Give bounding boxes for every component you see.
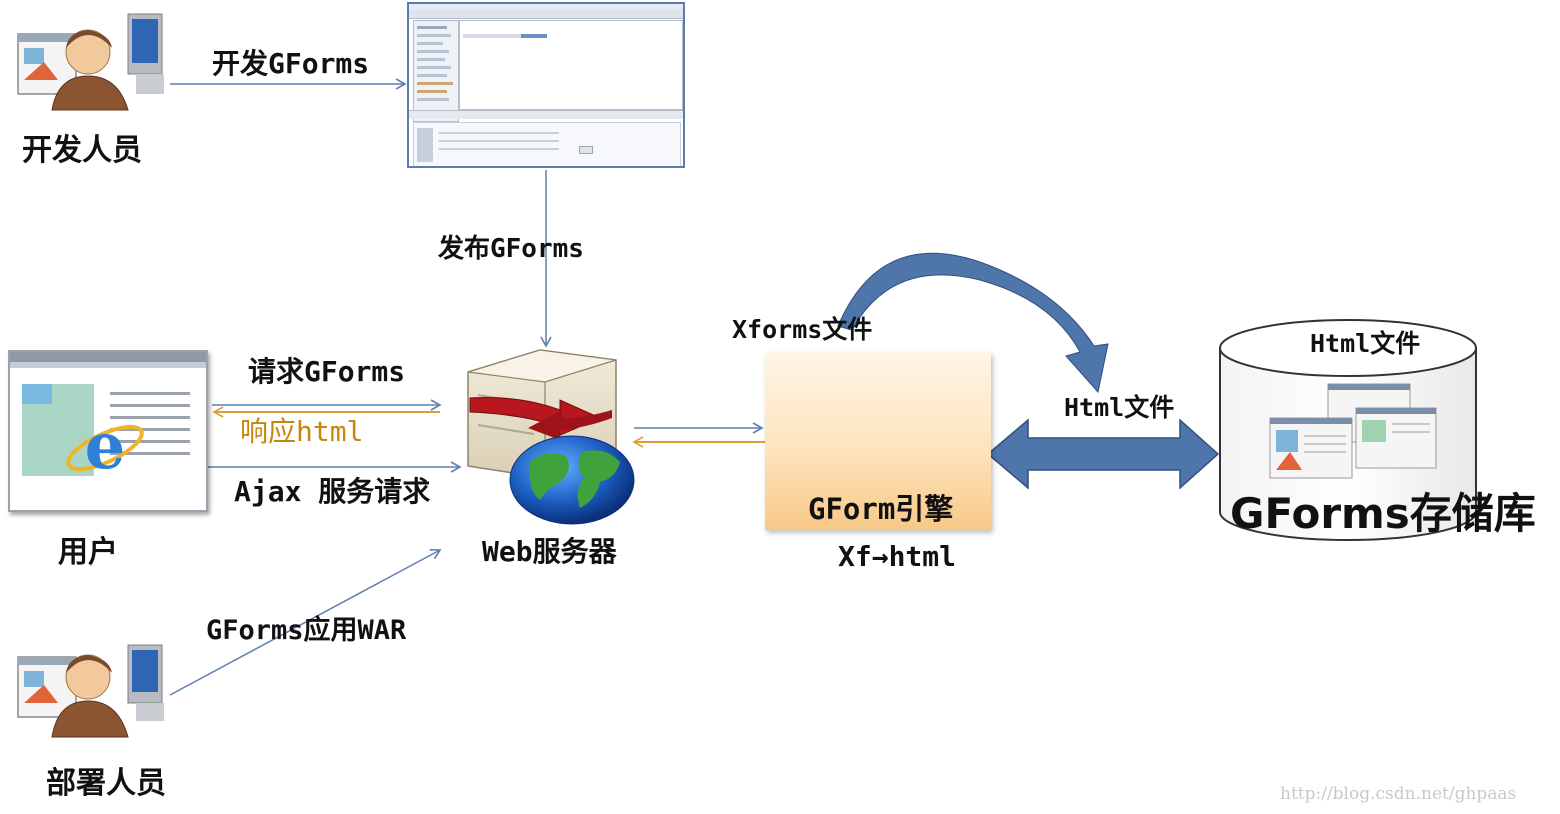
- double-arrow: [986, 418, 1220, 490]
- request-label: 请求GForms: [248, 355, 406, 388]
- developer-person-icon: [17, 13, 164, 111]
- curved-arrow: [837, 252, 1109, 394]
- browser-window-icon: e: [8, 350, 208, 512]
- watermark: http://blog.csdn.net/ghpaas: [1280, 784, 1517, 804]
- repository-label: GForms存储库: [1230, 489, 1536, 538]
- stacked-documents-icon: [1269, 383, 1437, 479]
- repository-html-label: Html文件: [1310, 329, 1421, 358]
- ajax-label: Ajax 服务请求: [234, 475, 431, 508]
- xf-to-html-label: Xf→html: [838, 540, 957, 573]
- ie-logo-icon: e: [66, 409, 144, 484]
- engine-label: GForm引擎: [808, 492, 954, 526]
- ide-screenshot-icon: [407, 2, 685, 168]
- response-label: 响应html: [240, 415, 364, 448]
- globe-icon: [509, 435, 635, 525]
- svg-text:e: e: [85, 409, 126, 484]
- publish-label: 发布GForms: [438, 234, 584, 264]
- engine-box: [765, 352, 991, 530]
- html-file-arrow-label: Html文件: [1064, 393, 1175, 422]
- develop-label: 开发GForms: [212, 47, 370, 80]
- war-connector: [169, 549, 442, 696]
- web-server-label: Web服务器: [482, 535, 617, 568]
- deployer-person-icon: [17, 644, 164, 738]
- user-label: 用户: [58, 535, 118, 570]
- developer-label: 开发人员: [22, 133, 142, 168]
- deployer-label: 部署人员: [46, 766, 166, 801]
- xforms-file-label: Xforms文件: [732, 315, 873, 344]
- war-label: GForms应用WAR: [206, 615, 407, 646]
